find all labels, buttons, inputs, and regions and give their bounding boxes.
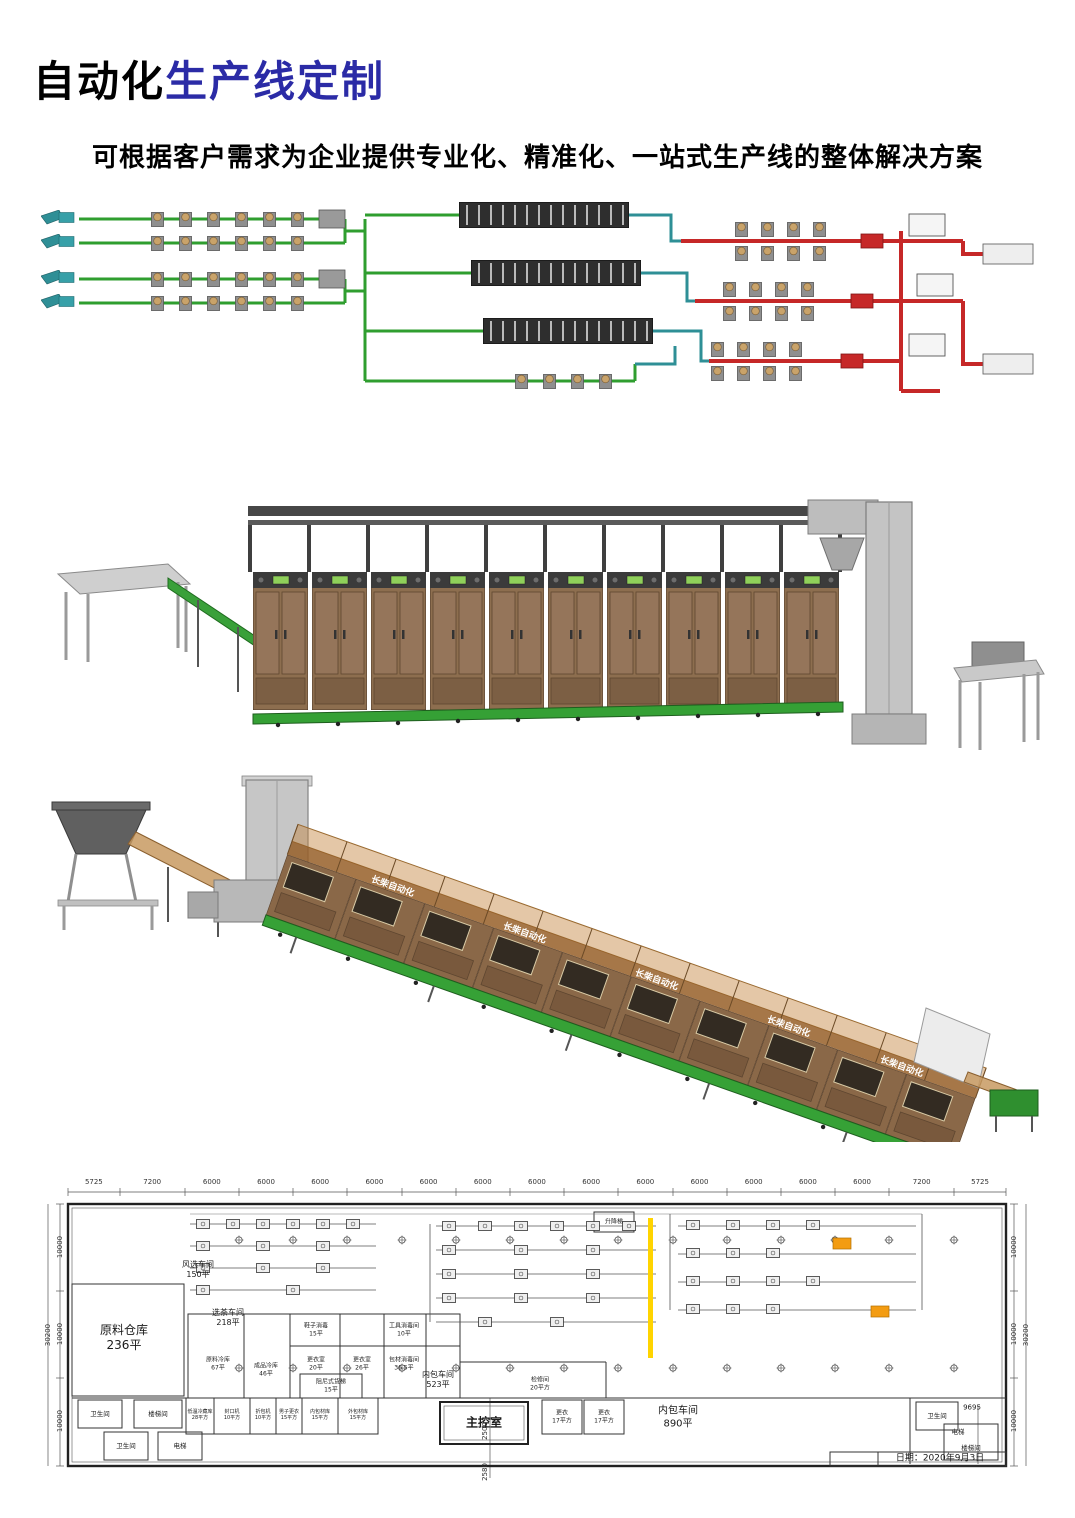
dim-label: 5725	[971, 1178, 989, 1186]
room-label-raw-cold: 原料冷库 67平	[205, 1356, 231, 1372]
production-line-render-2: 长柴自动化 长柴自动化 长柴自动化 长柴自动化 长柴自动化	[51, 775, 1039, 1142]
room-label-elevator-b: 电梯	[951, 1427, 965, 1436]
room-label-dress-17b: 更衣 17平方	[594, 1409, 614, 1425]
floor-conveyor	[252, 701, 844, 728]
dim-left-overall: 30200	[44, 1323, 52, 1347]
control-room-box	[439, 1401, 529, 1445]
orange-machine	[832, 1237, 852, 1250]
room-label-service-room: 检修间 20平方	[530, 1376, 550, 1392]
room-label-raw-warehouse: 原料仓库 236平	[99, 1323, 149, 1352]
dim-label: 6000	[419, 1178, 438, 1186]
room-label-tea-room: 选茶车间 218平	[212, 1308, 244, 1327]
color-sorter-machines	[459, 202, 653, 344]
dim-label: 7200	[912, 1178, 931, 1186]
room-label-sealer: 封口机 10平方	[223, 1408, 241, 1421]
production-line-render-1	[56, 499, 1045, 750]
room-label-wc-a: 卫生间	[90, 1409, 110, 1418]
room-label-outer-material: 外包材库 15平方	[347, 1408, 369, 1421]
dim-label: 7200	[143, 1178, 162, 1186]
dim-9695: 9695	[963, 1403, 981, 1412]
red-conveyor-lines	[681, 231, 983, 393]
room-label-shoe-clean: 鞋子消毒 15平	[303, 1322, 329, 1338]
dim-label: 6000	[690, 1178, 709, 1186]
diagonal-line: 长柴自动化 长柴自动化 长柴自动化 长柴自动化 长柴自动化	[261, 823, 987, 1142]
dim-left-segment: 10000	[56, 1409, 64, 1433]
dim-label: 6000	[744, 1178, 763, 1186]
room-label-stair-a: 楼梯间	[148, 1409, 168, 1418]
infeed-table	[56, 563, 192, 662]
dim-label: 6000	[365, 1178, 384, 1186]
floor-plan-drawing	[47, 1188, 1027, 1478]
floor-plan: 5725 7200 6000 6000 6000 6000 6000 6000 …	[38, 1166, 1036, 1486]
yellow-line-marker	[648, 1218, 653, 1358]
room-label-tool-clean: 工具消毒间 10平	[388, 1322, 420, 1338]
room-label-cold-store-small: 低温冷藏库 28平方	[187, 1408, 213, 1421]
dim-left-segment: 10000	[56, 1235, 64, 1259]
dim-left-segment: 10000	[56, 1322, 64, 1346]
title-black: 自动化	[33, 60, 166, 106]
room-label-lift: 升降梯	[604, 1218, 624, 1226]
feed-hopper	[51, 801, 159, 930]
room-label-mens-dress: 男子更衣 15平方	[278, 1408, 300, 1421]
teal-transfer-lines	[629, 213, 709, 366]
room-label-product-cold: 成品冷库 46平	[253, 1362, 279, 1378]
room-label-inner-material: 内包材库 15平方	[309, 1408, 331, 1421]
teal-feeders	[41, 210, 75, 309]
dim-label: 6000	[311, 1178, 330, 1186]
dim-right-segment: 10000	[1010, 1235, 1018, 1259]
title-blue: 生产线定制	[165, 60, 386, 106]
factory-layout-diagram	[41, 202, 1034, 393]
outfeed-chute	[913, 1007, 1039, 1132]
equipment-rows	[190, 1213, 923, 1358]
dim-2580: 2580	[481, 1463, 489, 1481]
washer-cluster-left	[151, 209, 612, 389]
dim-label: 6000	[853, 1178, 871, 1186]
red-machines	[840, 233, 884, 369]
dim-label: 6000	[528, 1178, 546, 1186]
dim-right-overall: 30200	[1022, 1323, 1030, 1347]
room-label-dress-26: 更衣室 26平	[352, 1356, 372, 1372]
date-label: 日期：2020年9月3日	[895, 1453, 985, 1464]
dim-label: 6000	[798, 1178, 817, 1186]
dim-label: 5725	[84, 1178, 103, 1186]
room-label-dress-20: 更衣室 20平	[306, 1356, 326, 1372]
dim-right-segment: 10000	[1010, 1322, 1018, 1346]
room-label-damper-lift: 阻尼式货梯 15平	[315, 1378, 347, 1394]
dim-label: 6000	[582, 1178, 601, 1186]
dim-label: 6000	[636, 1178, 655, 1186]
green-bin	[989, 1089, 1039, 1117]
dim-label: 6000	[202, 1178, 221, 1186]
room-label-pack-clean: 包材消毒间 36.5平	[388, 1356, 420, 1372]
dim-label: 6000	[257, 1178, 275, 1186]
dim-label: 6000	[473, 1178, 492, 1186]
interior-walls	[71, 1211, 1007, 1467]
subtitle: 可根据客户需求为企业提供专业化、精准化、一站式生产线的整体解决方案	[91, 143, 983, 172]
bucket-elevator	[807, 499, 927, 745]
room-label-inner-pack-523: 内包车间 523平	[422, 1370, 454, 1389]
white-cabinets	[908, 213, 1034, 375]
overhead-frame	[248, 506, 844, 572]
column-grid	[234, 1235, 959, 1373]
room-label-control-room: 主控室	[465, 1415, 503, 1430]
dimension-lines	[47, 1188, 1027, 1478]
room-label-folder: 折包机 10平方	[254, 1408, 272, 1421]
room-label-dress-17a: 更衣 17平方	[552, 1409, 572, 1425]
room-label-stair-b: 楼梯间	[961, 1443, 981, 1452]
room-label-inner-pack-890: 内包车间 890平	[658, 1405, 698, 1430]
room-label-wc-c: 卫生间	[927, 1411, 947, 1420]
cabinet-row	[253, 572, 839, 710]
room-label-elevator-a: 电梯	[173, 1441, 187, 1450]
page-title: 自动化生产线定制	[33, 48, 385, 109]
room-label-wind-room: 风选车间 150平	[182, 1260, 214, 1279]
top-dimension-row: 5725 7200 6000 6000 6000 6000 6000 6000 …	[68, 1178, 1006, 1186]
orange-machine	[870, 1305, 890, 1318]
incline-conveyor	[167, 577, 265, 692]
room-label-wc-b: 卫生间	[116, 1441, 136, 1450]
dim-right-segment: 10000	[1010, 1409, 1018, 1433]
outfeed-station	[953, 641, 1045, 750]
